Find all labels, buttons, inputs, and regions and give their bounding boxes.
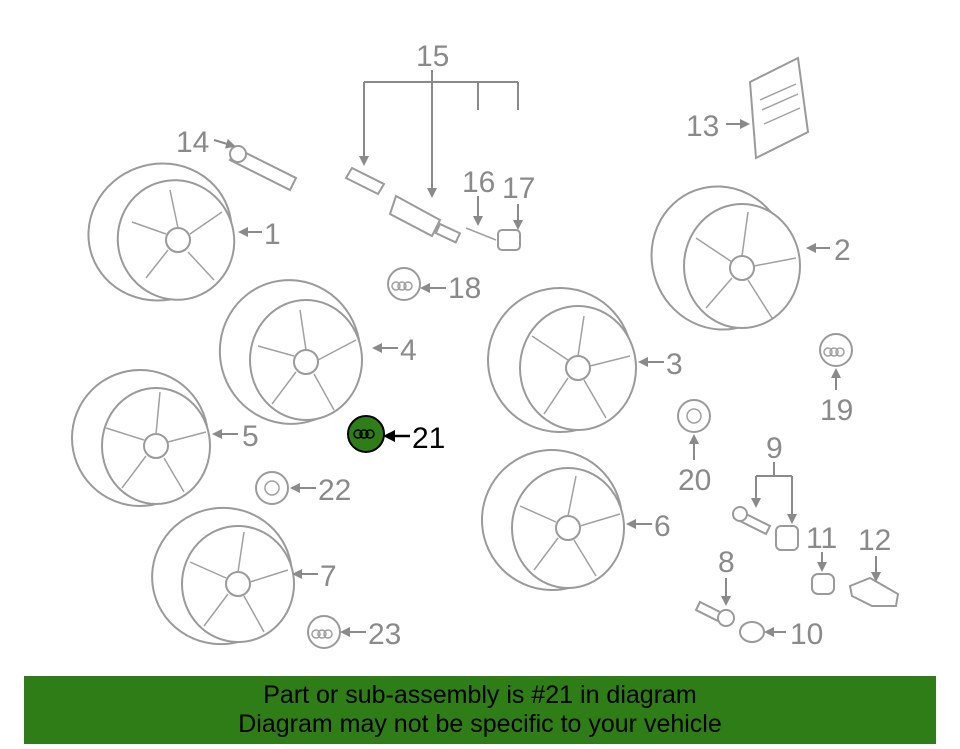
leader-lines	[212, 70, 881, 637]
center-cap-23	[307, 615, 341, 649]
wheel-1	[87, 162, 236, 302]
wheel-2	[650, 185, 801, 331]
center-cap-20	[677, 399, 711, 433]
callout-1: 1	[264, 218, 281, 251]
callout-labels: 1 2 3 4 5 6 7 8 9 10 11 12 13 14 15 16 1…	[176, 40, 891, 651]
callout-6: 6	[654, 510, 671, 543]
callout-16: 16	[462, 166, 495, 199]
callout-13: 13	[686, 110, 719, 143]
callout-23: 23	[368, 618, 401, 651]
callout-17: 17	[502, 172, 535, 205]
wheel-7	[151, 506, 295, 646]
booklet-13	[748, 56, 810, 160]
callout-14: 14	[176, 126, 209, 159]
callout-5: 5	[242, 420, 259, 453]
banner-line-1: Part or sub-assembly is #21 in diagram	[263, 681, 697, 709]
callout-9: 9	[766, 432, 783, 465]
callout-22: 22	[318, 474, 351, 507]
wheel-4	[218, 279, 363, 425]
callout-8: 8	[718, 546, 735, 579]
center-cap-22	[255, 471, 289, 505]
callout-15: 15	[416, 40, 449, 73]
callout-3: 3	[666, 348, 683, 381]
callout-18: 18	[448, 272, 481, 305]
tpms-sensor-parts	[344, 166, 521, 251]
valve-stem-14	[228, 145, 298, 192]
tool-12	[848, 576, 900, 607]
callout-7: 7	[320, 560, 337, 593]
cap-11	[811, 573, 835, 595]
wheel-3	[487, 287, 637, 433]
center-cap-19	[819, 333, 853, 367]
wheel-6	[481, 449, 625, 591]
callout-21: 21	[412, 422, 445, 455]
bolt-8	[694, 600, 735, 627]
center-cap-18	[387, 267, 421, 301]
center-cap-21-highlighted[interactable]	[347, 415, 385, 453]
callout-11: 11	[806, 522, 837, 555]
info-banner: Part or sub-assembly is #21 in diagram D…	[24, 676, 936, 744]
callout-10: 10	[790, 618, 823, 651]
wheel-5	[71, 369, 211, 507]
spacer-10	[739, 621, 765, 643]
callout-4: 4	[400, 334, 417, 367]
callout-20: 20	[678, 464, 711, 497]
lock-bolt-9	[732, 506, 799, 551]
callout-2: 2	[834, 234, 851, 267]
callout-12: 12	[858, 524, 891, 557]
parts-diagram: 1 2 3 4 5 6 7 8 9 10 11 12 13 14 15 16 1…	[71, 40, 900, 651]
banner-line-2: Diagram may not be specific to your vehi…	[238, 710, 722, 738]
callout-19: 19	[820, 394, 853, 427]
